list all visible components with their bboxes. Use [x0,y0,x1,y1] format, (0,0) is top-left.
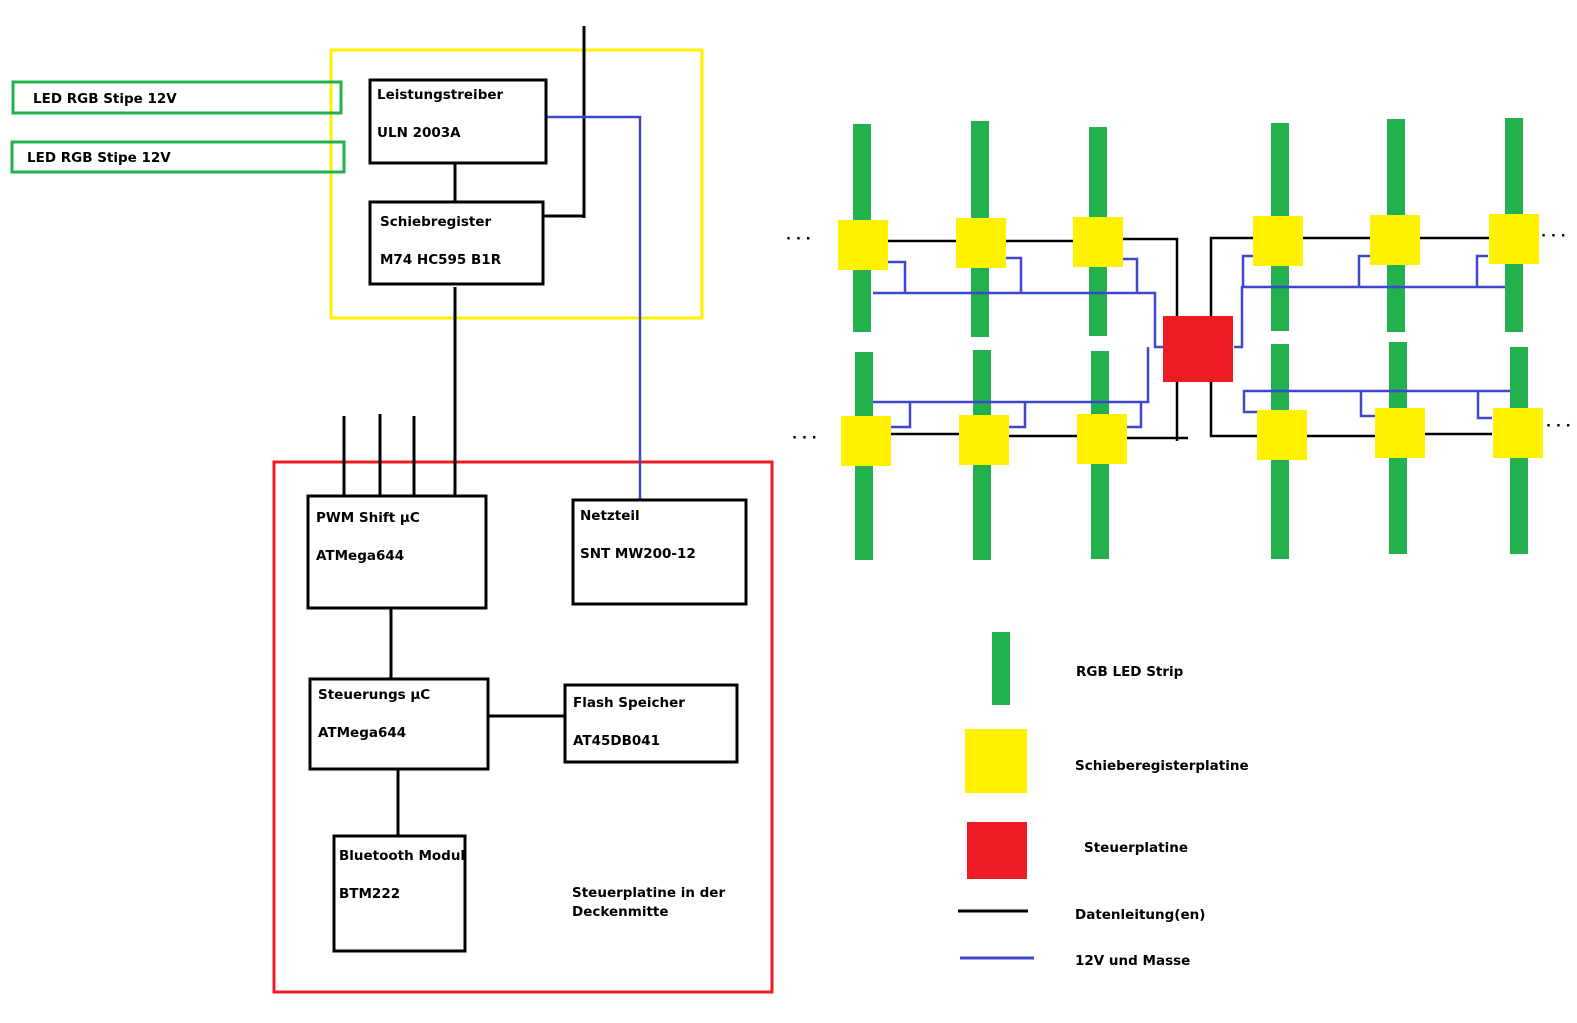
ellipsis-left-top: · · · [786,231,811,247]
shift-board [1489,214,1539,264]
shift-part: M74 HC595 B1R [380,252,502,268]
driver-block: Leistungstreiber ULN 2003A [368,78,548,165]
power-connection [545,115,642,500]
bt-title: Bluetooth Modul [339,848,465,864]
red-frame [272,460,774,994]
shift-board [1370,215,1420,265]
shift-boards [838,214,1543,466]
psu-part: SNT MW200-12 [580,546,696,562]
pwm-part: ATMega644 [316,548,404,564]
driver-part: ULN 2003A [377,125,461,141]
shift-block: Schiebregister M74 HC595 B1R [368,200,545,286]
shift-board [1375,408,1425,458]
legend-control-label: Steuerplatine [1084,840,1188,856]
shift-board [956,218,1006,268]
board-caption-line1: Steuerplatine in der [572,885,725,901]
flash-part: AT45DB041 [573,733,660,749]
ellipsis-right-bottom: · · · [1546,418,1571,434]
legend-strip-label: RGB LED Strip [1076,664,1184,680]
shift-board [959,415,1009,465]
shift-board [841,416,891,466]
flash-title: Flash Speicher [573,695,685,711]
data-connections [342,26,586,836]
shift-board [1253,216,1303,266]
shift-board [1493,408,1543,458]
strip-label-2: LED RGB Stipe 12V [27,150,171,166]
board-caption-line2: Deckenmitte [572,904,669,920]
strip-box-2 [10,140,346,174]
legend-power-label: 12V und Masse [1075,953,1190,969]
ellipsis-right-top: · · · [1541,228,1566,244]
legend-shift-label: Schieberegisterplatine [1075,758,1249,774]
psu-title: Netzteil [580,508,640,524]
yellow-frame [329,48,704,320]
shift-title: Schiebregister [380,214,492,230]
flash-block: Flash Speicher AT45DB041 [563,683,739,764]
shift-board [1077,414,1127,464]
bt-block: Bluetooth Modul BTM222 [332,834,467,953]
bt-part: BTM222 [339,886,400,902]
ctrl-part: ATMega644 [318,725,406,741]
ctrl-block: Steuerungs µC ATMega644 [308,677,490,771]
legend-control-swatch [967,822,1027,879]
legend: RGB LED Strip Schieberegisterplatine Ste… [958,632,1249,969]
ceiling-power-lines [873,254,1510,429]
legend-strip-swatch [992,632,1010,705]
legend-data-label: Datenleitung(en) [1075,907,1205,923]
ellipsis-left-bottom: · · · [792,430,817,446]
shift-board [1073,217,1123,267]
pwm-block: PWM Shift µC ATMega644 [306,494,488,610]
shift-board [1257,410,1307,460]
pwm-title: PWM Shift µC [316,510,420,526]
strip-box-1 [11,80,343,115]
strip-label-1: LED RGB Stipe 12V [33,91,177,107]
psu-block: Netzteil SNT MW200-12 [571,498,748,606]
shift-board [838,220,888,270]
driver-title: Leistungstreiber [377,87,504,103]
control-board [1163,316,1233,382]
ctrl-title: Steuerungs µC [318,687,430,703]
legend-shift-swatch [965,729,1027,793]
